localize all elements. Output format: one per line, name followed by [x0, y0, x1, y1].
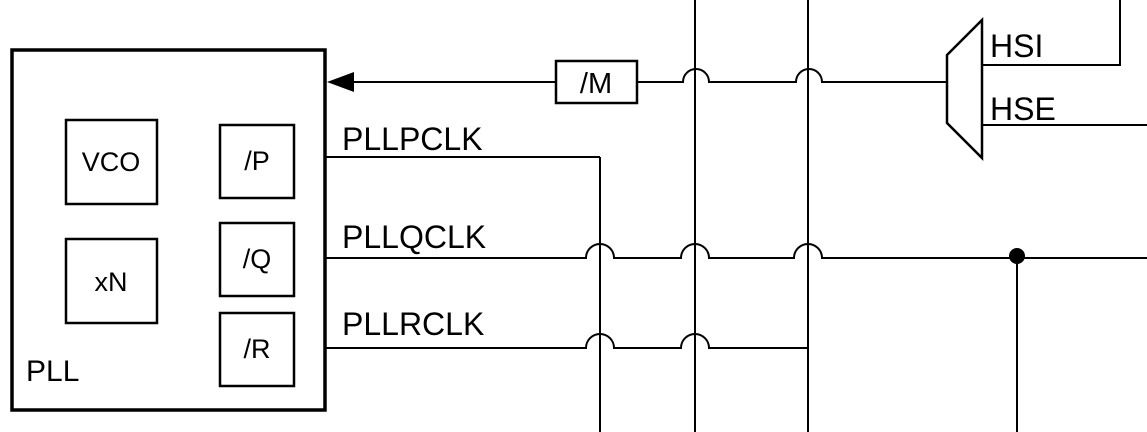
pll-title: PLL: [26, 355, 79, 388]
m-input-line: [637, 68, 947, 83]
p-divider-block: [218, 123, 296, 200]
hsi-line: [982, 0, 1121, 66]
vco-block: [64, 118, 159, 206]
xn-label: xN: [95, 267, 128, 297]
q-divider-block: [218, 221, 296, 298]
pllpclk-label: PLLPCLK: [342, 121, 483, 157]
clock-mux: [945, 16, 984, 162]
pllr-output-line: [294, 0, 809, 349]
p-divider-label: /P: [244, 146, 270, 176]
xn-block: [64, 237, 159, 325]
pllqclk-label: PLLQCLK: [342, 219, 486, 255]
q-divider-label: /Q: [243, 244, 272, 274]
vco-label: VCO: [82, 147, 141, 177]
hse-label: HSE: [990, 91, 1056, 127]
pllrclk-label: PLLRCLK: [342, 306, 484, 342]
m-divider-block: [554, 59, 639, 105]
r-divider-label: /R: [244, 334, 271, 364]
hsi-label: HSI: [990, 28, 1043, 64]
junction-dot: [1009, 248, 1025, 264]
r-divider-block: [218, 311, 296, 388]
m-divider-label: /M: [580, 68, 612, 100]
arrow-into-pll: [327, 72, 354, 92]
